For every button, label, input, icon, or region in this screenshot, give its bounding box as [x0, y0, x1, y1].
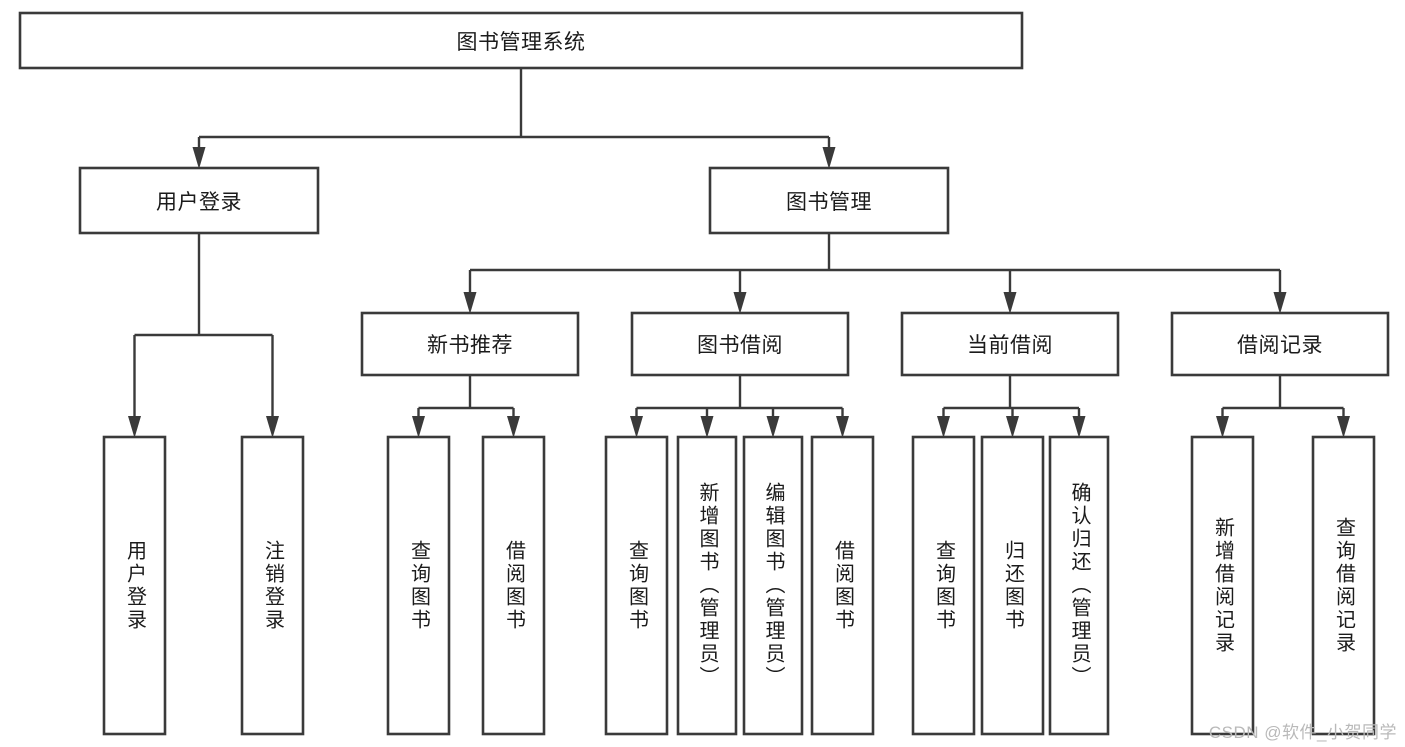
node-box-borrow-record[interactable] [1170, 311, 1390, 377]
arrowhead-leaf-query-book-rec [412, 416, 425, 438]
node-box-leaf-logout[interactable] [240, 435, 305, 736]
connector-group-root [192, 68, 836, 169]
arrowhead-book-manage [822, 147, 836, 169]
arrowhead-leaf-return-book [1006, 416, 1019, 438]
node-box-leaf-user-login[interactable] [102, 435, 167, 736]
node-box-new-book-recommend[interactable] [360, 311, 580, 377]
connector-group-user-login [128, 233, 279, 438]
arrowhead-new-book-recommend [463, 292, 477, 314]
node-box-leaf-add-book-admin[interactable] [676, 435, 738, 736]
node-box-leaf-return-book[interactable] [980, 435, 1045, 736]
connector-group-new-book-recommend [412, 375, 520, 438]
arrowhead-current-borrow [1003, 292, 1017, 314]
connector-group-current-borrow [937, 375, 1086, 438]
connector-group-borrow-record [1216, 375, 1350, 438]
arrowhead-leaf-query-borrow-record [1337, 416, 1350, 438]
connector-group-book-manage [463, 233, 1287, 314]
node-box-leaf-confirm-return-admin[interactable] [1048, 435, 1110, 736]
arrowhead-leaf-query-book-current [937, 416, 950, 438]
arrowhead-user-login [192, 147, 206, 169]
arrowhead-leaf-confirm-return-admin [1072, 416, 1086, 438]
arrowhead-leaf-logout [266, 416, 279, 438]
arrowhead-leaf-user-login [128, 416, 141, 438]
node-box-book-borrow[interactable] [630, 311, 850, 377]
arrowhead-leaf-add-book-admin [700, 416, 714, 438]
node-box-leaf-borrow-book-rec[interactable] [481, 435, 546, 736]
arrowhead-leaf-query-book-borrow [630, 416, 643, 438]
node-box-leaf-query-book-rec[interactable] [386, 435, 451, 736]
arrowhead-leaf-borrow-book [836, 416, 849, 438]
watermark-text: CSDN @软件_小贺同学 [1208, 723, 1397, 742]
node-box-current-borrow[interactable] [900, 311, 1120, 377]
node-box-leaf-edit-book-admin[interactable] [742, 435, 804, 736]
arrowhead-book-borrow [733, 292, 747, 314]
arrowhead-leaf-add-borrow-record [1216, 416, 1229, 438]
node-box-user-login[interactable] [78, 166, 320, 235]
node-box-root[interactable] [18, 11, 1024, 70]
arrowhead-leaf-borrow-book-rec [507, 416, 520, 438]
node-box-leaf-query-book-borrow[interactable] [604, 435, 669, 736]
node-box-leaf-query-book-current[interactable] [911, 435, 976, 736]
connector-group-book-borrow [630, 375, 849, 438]
arrowhead-borrow-record [1273, 292, 1287, 314]
node-box-book-manage[interactable] [708, 166, 950, 235]
node-box-leaf-query-borrow-record[interactable] [1311, 435, 1376, 736]
node-box-leaf-add-borrow-record[interactable] [1190, 435, 1255, 736]
node-box-leaf-borrow-book[interactable] [810, 435, 875, 736]
arrowhead-leaf-edit-book-admin [766, 416, 780, 438]
